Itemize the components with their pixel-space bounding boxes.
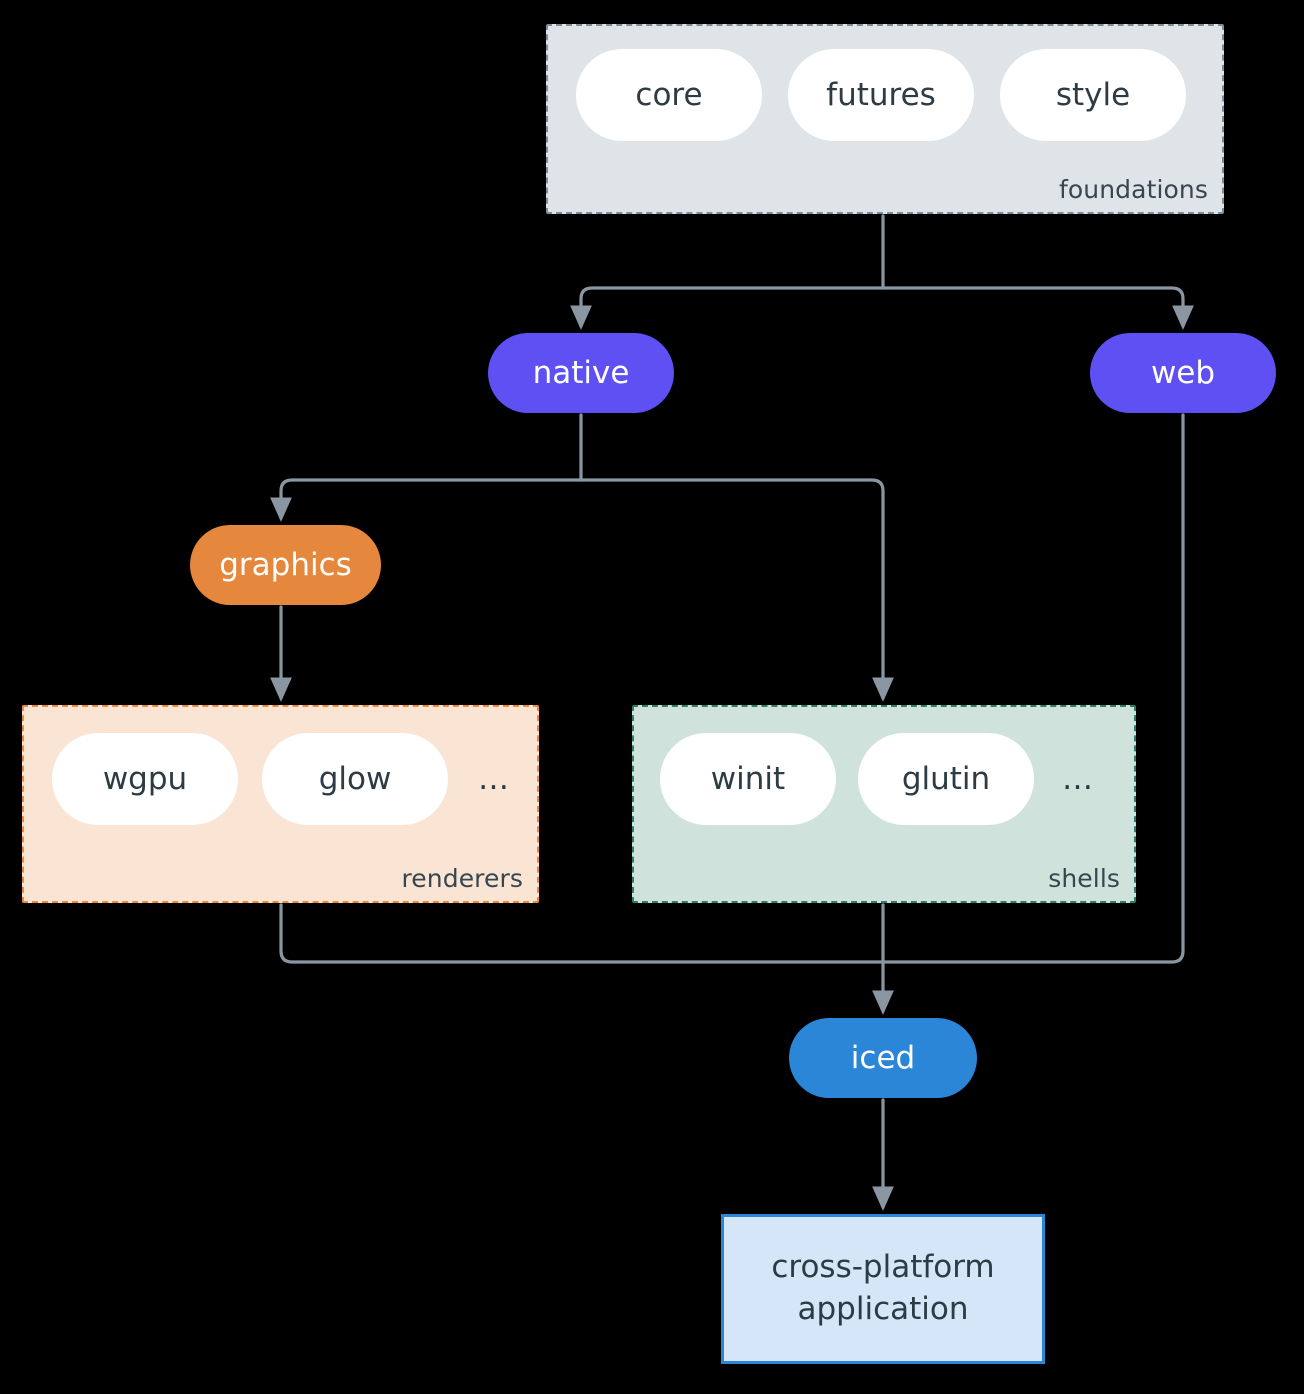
- edge-native-to-graphics: [270, 478, 583, 522]
- node-graphics[interactable]: graphics: [190, 525, 381, 605]
- cluster-renderers-label: renderers: [401, 864, 523, 893]
- node-native[interactable]: native: [488, 333, 674, 413]
- cluster-foundations: core futures style foundations: [546, 24, 1224, 214]
- cluster-shells: winit glutin … shells: [632, 705, 1136, 903]
- application-line-2: application: [797, 1291, 969, 1327]
- cluster-renderers: wgpu glow … renderers: [22, 705, 539, 903]
- application-line-1: cross-platform: [771, 1249, 995, 1286]
- node-wgpu[interactable]: wgpu: [52, 733, 238, 825]
- renderers-more-ellipsis: …: [478, 761, 509, 797]
- node-style[interactable]: style: [1000, 49, 1186, 141]
- edge-renderers-to-iced: [279, 903, 885, 964]
- node-glutin[interactable]: glutin: [858, 733, 1034, 825]
- cluster-shells-label: shells: [1048, 864, 1120, 893]
- node-iced[interactable]: iced: [789, 1018, 977, 1098]
- cluster-renderers-items: wgpu glow …: [52, 733, 515, 825]
- cluster-foundations-items: core futures style: [576, 49, 1186, 141]
- cluster-shells-items: winit glutin …: [660, 733, 1099, 825]
- edge-native-to-shells: [579, 478, 894, 702]
- node-web[interactable]: web: [1090, 333, 1276, 413]
- node-glow[interactable]: glow: [262, 733, 448, 825]
- node-winit[interactable]: winit: [660, 733, 836, 825]
- edge-foundations-to-web: [881, 286, 1194, 330]
- node-cross-platform-application[interactable]: cross-platform application: [721, 1214, 1045, 1364]
- edge-foundations-to-native: [570, 286, 885, 330]
- cluster-foundations-label: foundations: [1059, 175, 1208, 204]
- node-futures[interactable]: futures: [788, 49, 974, 141]
- node-core[interactable]: core: [576, 49, 762, 141]
- shells-more-ellipsis: …: [1062, 761, 1093, 797]
